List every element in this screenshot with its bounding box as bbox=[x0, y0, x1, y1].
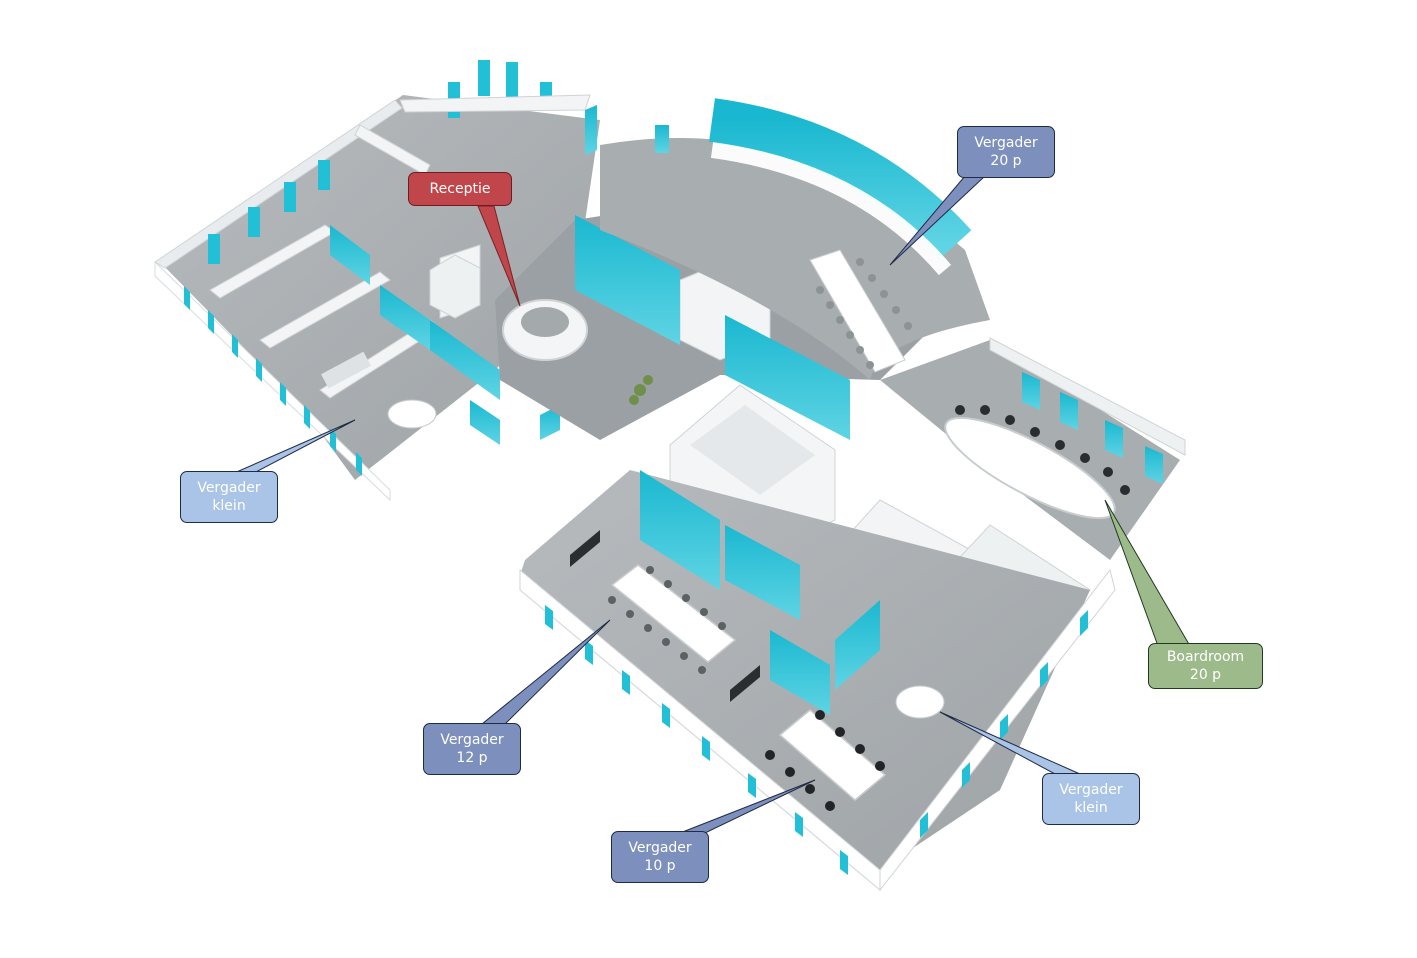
callout-vergader-20[interactable]: Vergader 20 p bbox=[957, 126, 1055, 178]
callout-vergader-12-line1: Vergader bbox=[440, 732, 504, 748]
callout-vergader-20-line1: Vergader bbox=[974, 135, 1038, 151]
callout-receptie[interactable]: Receptie bbox=[408, 172, 512, 206]
callout-vergader-klein-right[interactable]: Vergader klein bbox=[1042, 773, 1140, 825]
callout-vergader-klein-left-line1: Vergader bbox=[197, 480, 261, 496]
callout-boardroom-line1: Boardroom bbox=[1166, 649, 1245, 665]
callout-vergader-20-line2: 20 p bbox=[990, 153, 1022, 169]
callout-receptie-line1: Receptie bbox=[429, 181, 491, 197]
callout-pointers bbox=[231, 175, 1191, 834]
callout-vergader-12[interactable]: Vergader 12 p bbox=[423, 723, 521, 775]
callout-boardroom-line2: 20 p bbox=[1189, 667, 1222, 683]
callout-vergader-klein-left-line2: klein bbox=[212, 498, 246, 514]
callout-vergader-klein-right-line1: Vergader bbox=[1059, 782, 1123, 798]
bottom-wing bbox=[519, 470, 1116, 892]
callout-vergader-10[interactable]: Vergader 10 p bbox=[611, 831, 709, 883]
callout-vergader-klein-left[interactable]: Vergader klein bbox=[180, 471, 278, 523]
callout-vergader-10-line1: Vergader bbox=[628, 840, 692, 856]
callout-boardroom[interactable]: Boardroom 20 p bbox=[1148, 643, 1263, 689]
callout-vergader-10-line2: 10 p bbox=[644, 858, 676, 874]
callout-vergader-12-line2: 12 p bbox=[456, 750, 488, 766]
callout-vergader-klein-right-line2: klein bbox=[1074, 800, 1108, 816]
